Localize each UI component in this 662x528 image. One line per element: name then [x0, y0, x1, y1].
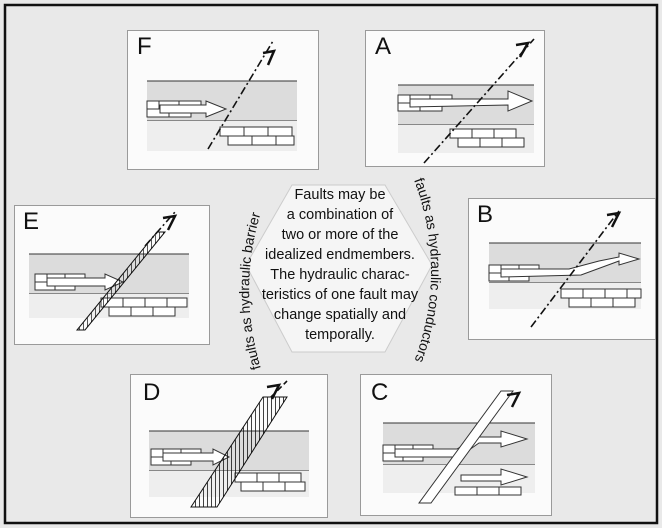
panel-d: D	[130, 374, 328, 518]
center-text-line: teristics of one fault may	[261, 287, 419, 303]
panel-e-label: E	[23, 208, 40, 235]
panel-a: A	[365, 30, 545, 167]
panel-e: E	[14, 205, 210, 345]
center-text-line: change spatially and	[273, 307, 407, 323]
panel-b: B	[468, 198, 656, 340]
panel-c: C	[360, 374, 552, 516]
center-text-line: two or more of the	[281, 227, 399, 243]
panel-b-label: B	[477, 201, 494, 228]
center-text-line: idealized endmembers.	[265, 247, 415, 263]
panel-a-label: A	[375, 33, 392, 60]
center-description: Faults may be a combination of two or mo…	[252, 182, 428, 356]
center-text-line: The hydraulic charac-	[270, 267, 410, 283]
panel-d-label: D	[143, 379, 161, 406]
panel-f-label: F	[137, 33, 152, 60]
center-hexagon	[245, 184, 433, 353]
center-text-line: Faults may be	[294, 187, 386, 203]
panel-f: F	[127, 30, 319, 170]
panel-c-label: C	[371, 379, 389, 406]
center-text-line: a combination of	[286, 207, 394, 223]
center-text-line: temporally.	[305, 327, 375, 343]
